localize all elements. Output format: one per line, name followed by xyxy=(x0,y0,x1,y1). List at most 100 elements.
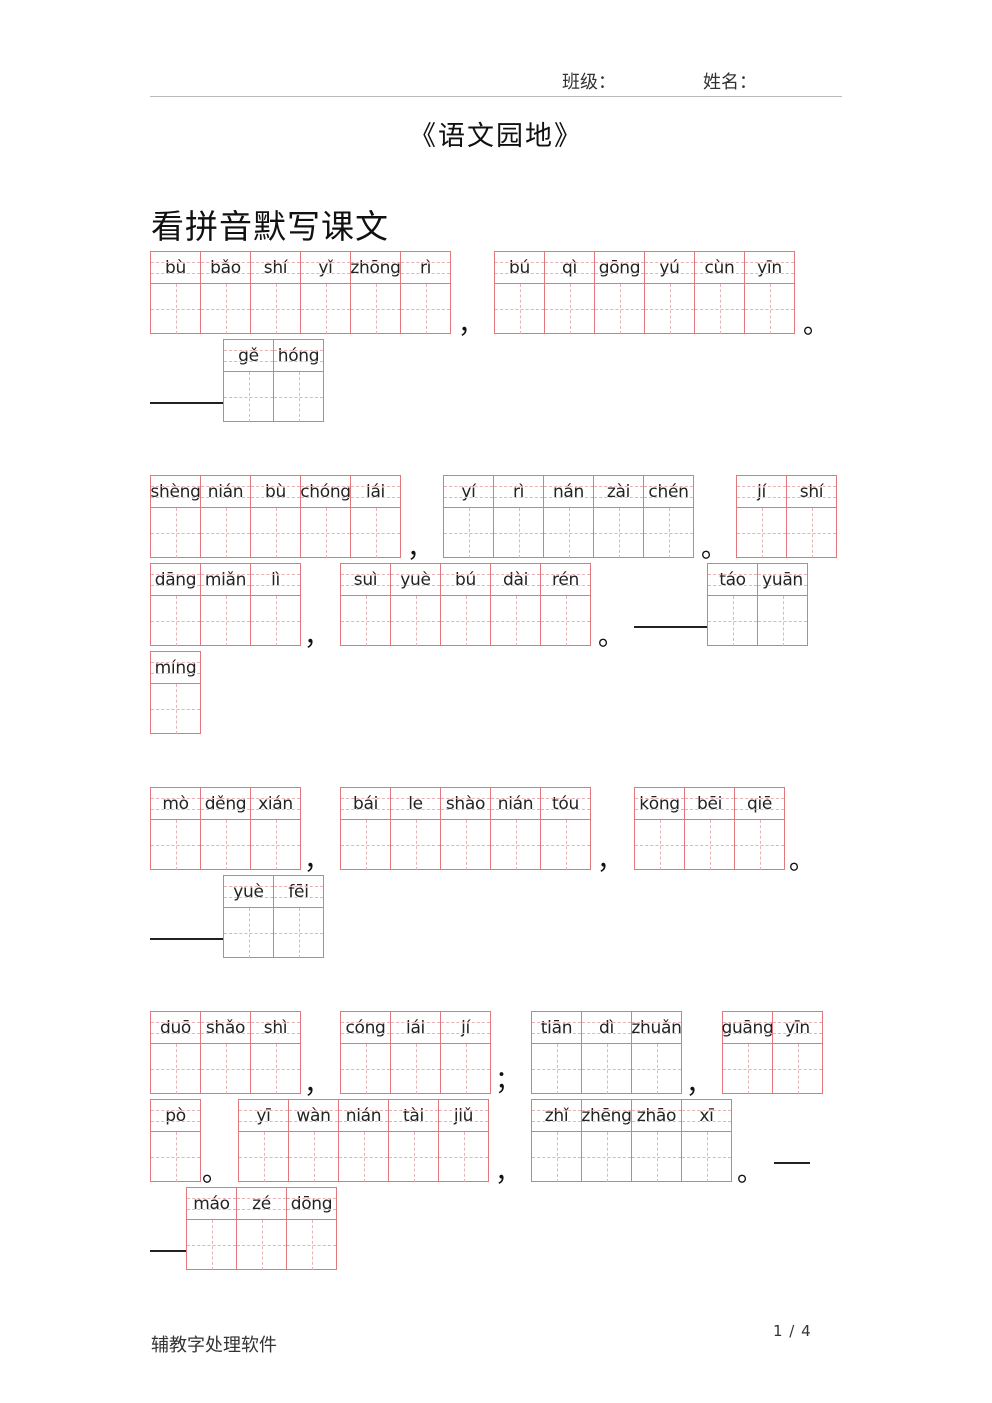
pinyin-label: shǎo xyxy=(201,1012,250,1044)
pinyin-label: zhōng xyxy=(350,252,401,284)
pinyin-label: tiān xyxy=(532,1012,581,1044)
name-label: 姓名： xyxy=(703,72,757,93)
tian-zi-box xyxy=(251,820,300,870)
tian-zi-box xyxy=(301,508,350,558)
character-cell: yuè xyxy=(390,563,441,646)
character-cell: lái xyxy=(350,475,401,558)
pinyin-label: zhuǎn xyxy=(631,1012,682,1044)
character-cell: shǎo xyxy=(200,1011,251,1094)
tian-zi-box xyxy=(582,1044,631,1094)
comma-mark: ， xyxy=(458,310,485,340)
pinyin-label: zhǐ xyxy=(532,1100,581,1132)
character-cell: zhuǎn xyxy=(631,1011,682,1094)
tian-zi-box xyxy=(251,596,300,646)
tian-zi-box xyxy=(151,284,200,334)
character-cell: tóu xyxy=(540,787,591,870)
character-cell: rén xyxy=(540,563,591,646)
tian-zi-box xyxy=(341,820,390,870)
character-cell: gě xyxy=(223,339,274,422)
pinyin-label: qì xyxy=(545,252,594,284)
pinyin-label: bǎo xyxy=(201,252,250,284)
pinyin-label: nián xyxy=(491,788,540,820)
character-cell: pò xyxy=(150,1099,201,1182)
character-cell: dāng xyxy=(150,563,201,646)
tian-zi-box xyxy=(289,1132,338,1182)
pinyin-label: dài xyxy=(491,564,540,596)
pinyin-label: dāng xyxy=(151,564,200,596)
tian-zi-box xyxy=(274,372,323,422)
character-cell: lái xyxy=(390,1011,441,1094)
tian-zi-box xyxy=(287,1220,336,1270)
tian-zi-box xyxy=(773,1044,822,1094)
tian-zi-box xyxy=(708,596,757,646)
pinyin-label: bù xyxy=(251,476,300,508)
character-cell: bù xyxy=(150,251,201,334)
character-cell: kōng xyxy=(634,787,685,870)
tian-zi-box xyxy=(339,1132,388,1182)
pinyin-label: yuān xyxy=(758,564,807,596)
pinyin-label: guāng xyxy=(721,1012,774,1044)
tian-zi-box xyxy=(723,1044,772,1094)
pinyin-label: bú xyxy=(441,564,490,596)
character-cell: qì xyxy=(544,251,595,334)
pinyin-label: bái xyxy=(341,788,390,820)
pinyin-label: gōng xyxy=(595,252,644,284)
character-cell: xián xyxy=(250,787,301,870)
footer-software-name: 辅教字处理软件 xyxy=(151,1335,277,1356)
character-cell: bēi xyxy=(684,787,735,870)
tian-zi-box xyxy=(441,820,490,870)
tian-zi-box xyxy=(532,1044,581,1094)
tian-zi-box xyxy=(635,820,684,870)
tian-zi-box xyxy=(541,820,590,870)
tian-zi-box xyxy=(237,1220,286,1270)
pinyin-label: děng xyxy=(201,788,250,820)
pinyin-label: tóu xyxy=(541,788,590,820)
tian-zi-box xyxy=(645,284,694,334)
pinyin-label: yī xyxy=(239,1100,288,1132)
character-cell: dì xyxy=(581,1011,632,1094)
semicolon-mark: ； xyxy=(495,1066,522,1096)
character-cell: qiē xyxy=(734,787,785,870)
tian-zi-box xyxy=(201,284,250,334)
tian-zi-box xyxy=(187,1220,236,1270)
character-cell: xī xyxy=(681,1099,732,1182)
tian-zi-box xyxy=(274,908,323,958)
page-number: 1 / 4 xyxy=(773,1322,812,1340)
character-cell: hóng xyxy=(273,339,324,422)
character-cell: suì xyxy=(340,563,391,646)
character-cell: zhēng xyxy=(581,1099,632,1182)
character-cell: tiān xyxy=(531,1011,582,1094)
character-cell: dōng xyxy=(286,1187,337,1270)
character-cell: wàn xyxy=(288,1099,339,1182)
pinyin-label: qiē xyxy=(735,788,784,820)
tian-zi-box xyxy=(251,508,300,558)
pinyin-label: dì xyxy=(582,1012,631,1044)
character-cell: yīn xyxy=(744,251,795,334)
tian-zi-box xyxy=(224,372,273,422)
tian-zi-box xyxy=(758,596,807,646)
pinyin-label: wàn xyxy=(289,1100,338,1132)
character-cell: nán xyxy=(543,475,594,558)
tian-zi-box xyxy=(594,508,643,558)
pinyin-label: rén xyxy=(541,564,590,596)
character-cell: zé xyxy=(236,1187,287,1270)
answer-blank-line xyxy=(634,626,707,628)
pinyin-label: hóng xyxy=(274,340,323,372)
character-cell: rì xyxy=(493,475,544,558)
character-cell: tài xyxy=(388,1099,439,1182)
comma-mark: ， xyxy=(686,1070,713,1100)
character-cell: jí xyxy=(440,1011,491,1094)
writing-grid-10: míng xyxy=(150,651,201,734)
tian-zi-box xyxy=(582,1132,631,1182)
tian-zi-box xyxy=(341,1044,390,1094)
character-cell: lì xyxy=(250,563,301,646)
pinyin-label: suì xyxy=(341,564,390,596)
character-cell: jí xyxy=(736,475,787,558)
tian-zi-box xyxy=(494,508,543,558)
tian-zi-box xyxy=(251,1044,300,1094)
